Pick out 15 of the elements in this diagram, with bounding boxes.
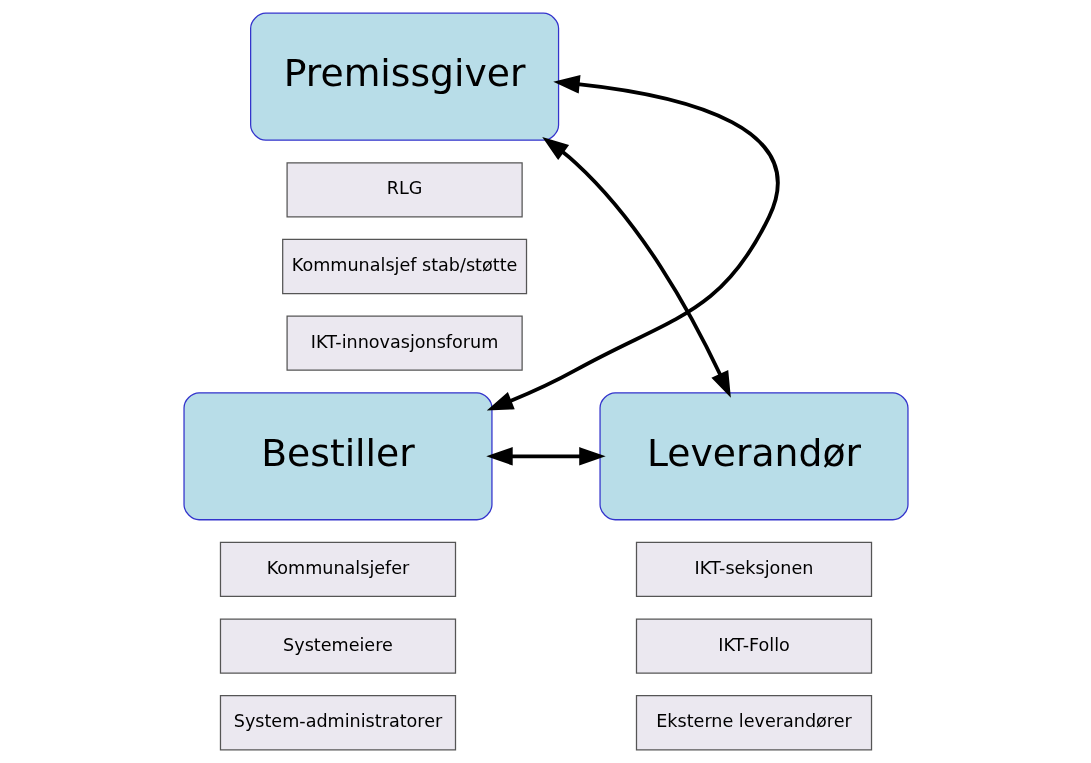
node-box: IKT-Follo <box>635 618 872 674</box>
node-box: System-administratorer <box>219 695 456 751</box>
node-box: IKT-innovasjonsforum <box>285 315 523 371</box>
node-box: Leverandør <box>598 392 909 521</box>
node-box: IKT-seksjonen <box>635 541 872 598</box>
node-box: Systemeiere <box>219 618 456 674</box>
node-box: Kommunalsjef stab/støtte <box>281 238 527 295</box>
node-box: Premissgiver <box>249 12 559 141</box>
node-box: Bestiller <box>182 392 493 521</box>
node-box: RLG <box>285 162 523 218</box>
arrow <box>486 75 779 411</box>
arrow <box>541 137 731 398</box>
node-box: Eksterne leverandører <box>635 695 872 751</box>
arrow <box>485 447 606 466</box>
node-box: Kommunalsjefer <box>219 541 456 598</box>
